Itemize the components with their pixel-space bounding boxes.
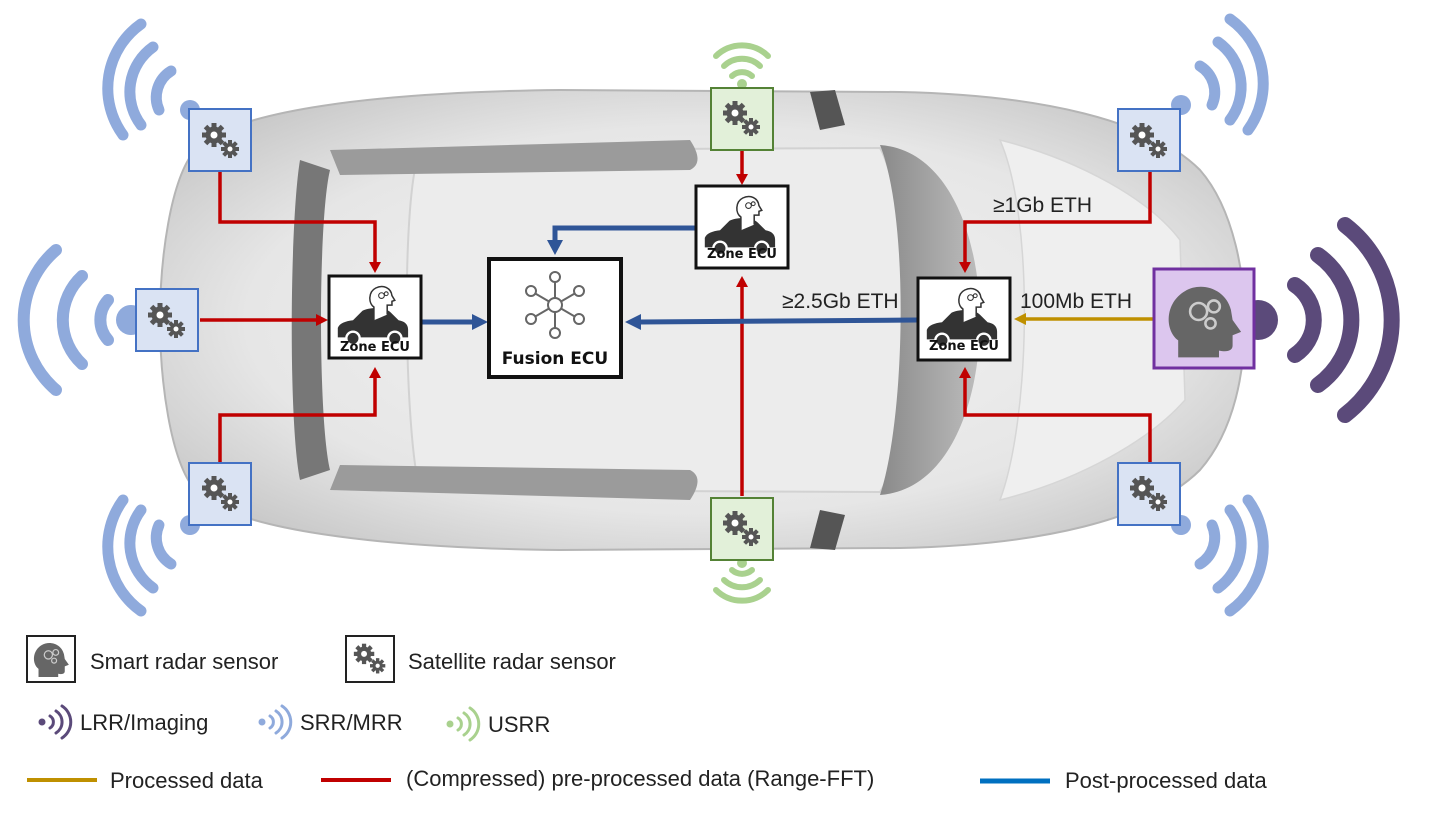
smart-sensor-front xyxy=(1152,267,1256,370)
satellite-sensor-bottom-left xyxy=(188,462,252,526)
legend-processed-label: Processed data xyxy=(110,768,264,793)
legend: Smart radar sensor Satellite radar senso… xyxy=(26,635,1268,793)
srr-wave-top-left xyxy=(102,18,177,141)
legend-lrr-label: LRR/Imaging xyxy=(80,710,208,735)
lrr-wave-right xyxy=(1287,217,1400,423)
satellite-sensor-left xyxy=(135,288,199,352)
legend-smart-sensor-label: Smart radar sensor xyxy=(90,649,278,674)
legend-satellite-sensor-label: Satellite radar sensor xyxy=(408,649,616,674)
preprocessed-links xyxy=(200,150,1152,496)
srr-wave-icon xyxy=(258,718,266,726)
satellite-sensor-top-left xyxy=(188,108,252,172)
legend-preprocessed: (Compressed) pre-processed data (Range-F… xyxy=(321,766,874,791)
usrr-sensor-bottom xyxy=(710,497,774,561)
zone-ecu-label: Zone ECU xyxy=(929,339,999,354)
usrr-wave-bottom xyxy=(713,567,771,604)
srr-wave-bottom-right xyxy=(1194,494,1269,617)
fusion-ecu-label: Fusion ECU xyxy=(502,349,608,369)
legend-lrr: LRR/Imaging xyxy=(38,704,208,740)
link-label-1gb: ≥1Gb ETH xyxy=(993,194,1092,217)
legend-usrr: USRR xyxy=(446,706,550,742)
fusion-ecu: Fusion ECU xyxy=(487,257,623,379)
zone-ecu-right: Zone ECU xyxy=(916,276,1012,362)
link-label-100mb: 100Mb ETH xyxy=(1020,290,1132,313)
postprocessed-links xyxy=(422,225,918,325)
legend-srr-label: SRR/MRR xyxy=(300,710,403,735)
srr-wave-top-right xyxy=(1194,13,1269,136)
usrr-emitter-top xyxy=(737,79,747,89)
srr-wave-left xyxy=(17,244,114,396)
usrr-sensor-top xyxy=(710,87,774,151)
processed-arrowhead xyxy=(1014,313,1026,325)
legend-srr: SRR/MRR xyxy=(258,704,403,740)
zone-ecu-left: Zone ECU xyxy=(327,274,423,360)
preprocessed-arrowheads xyxy=(316,174,971,378)
srr-wave-bottom-left xyxy=(102,494,177,617)
legend-smart-sensor: Smart radar sensor xyxy=(26,635,278,683)
legend-usrr-label: USRR xyxy=(488,712,550,737)
legend-preprocessed-label: (Compressed) pre-processed data (Range-F… xyxy=(406,766,874,791)
zone-ecu-label: Zone ECU xyxy=(707,247,777,262)
usrr-wave-top xyxy=(713,42,771,79)
satellite-sensor-bottom-right xyxy=(1117,462,1181,526)
legend-processed: Processed data xyxy=(27,768,264,793)
usrr-wave-icon xyxy=(446,720,454,728)
legend-postprocessed: Post-processed data xyxy=(980,768,1268,793)
satellite-sensor-top-right xyxy=(1117,108,1181,172)
postprocessed-arrowheads xyxy=(472,240,641,330)
zone-ecu-label: Zone ECU xyxy=(340,340,410,355)
legend-postprocessed-label: Post-processed data xyxy=(1065,768,1268,793)
link-label-2-5gb: ≥2.5Gb ETH xyxy=(782,290,899,313)
lrr-wave-icon xyxy=(38,718,46,726)
legend-satellite-sensor: Satellite radar sensor xyxy=(345,635,616,683)
zone-ecu-top: Zone ECU xyxy=(694,184,790,270)
